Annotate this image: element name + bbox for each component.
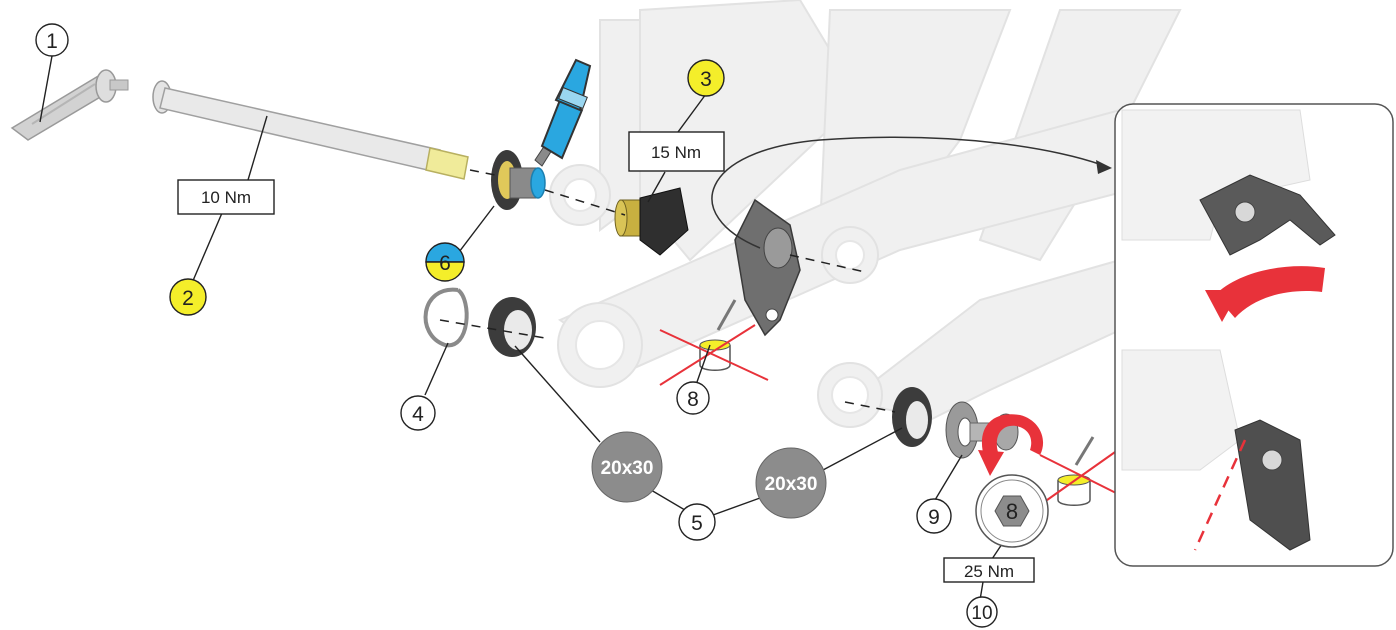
bearing-size-disc-right: 20x30 bbox=[755, 447, 827, 519]
svg-text:10 Nm: 10 Nm bbox=[201, 188, 251, 207]
thru-axle bbox=[152, 80, 469, 180]
derailleur-hanger bbox=[734, 198, 801, 337]
svg-text:15 Nm: 15 Nm bbox=[651, 143, 701, 162]
callout-2: 2 bbox=[169, 278, 207, 316]
torque-label-axle: 10 Nm bbox=[177, 179, 275, 215]
axle-end-cap-part3 bbox=[614, 187, 689, 256]
detail-arrow bbox=[711, 136, 1112, 249]
svg-text:8: 8 bbox=[687, 388, 699, 411]
svg-text:1: 1 bbox=[46, 30, 58, 53]
svg-text:4: 4 bbox=[412, 403, 424, 426]
torque-label-bolt: 25 Nm bbox=[943, 557, 1035, 583]
callout-6: 6 bbox=[425, 242, 465, 282]
svg-text:20x30: 20x30 bbox=[601, 458, 654, 479]
svg-text:25 Nm: 25 Nm bbox=[964, 562, 1014, 581]
svg-text:20x30: 20x30 bbox=[765, 474, 818, 495]
bearing-size-disc-left: 20x30 bbox=[591, 431, 663, 503]
bearing-insert-part6 bbox=[491, 150, 546, 210]
svg-text:6: 6 bbox=[439, 252, 451, 275]
assembly-axis-lines bbox=[439, 169, 896, 413]
callout-10: 10 bbox=[966, 596, 998, 628]
rotation-arrow-icon bbox=[978, 414, 1044, 476]
torque-label-cap: 15 Nm bbox=[628, 131, 725, 172]
hex-key-icon: 8 bbox=[975, 474, 1049, 548]
bearing-right bbox=[892, 387, 932, 447]
svg-text:3: 3 bbox=[700, 68, 712, 91]
bearing-left bbox=[488, 297, 536, 357]
callout-4: 4 bbox=[400, 395, 436, 431]
leader-lines bbox=[39, 55, 1009, 601]
snap-ring-part4 bbox=[423, 287, 469, 348]
callout-8: 8 bbox=[676, 381, 710, 415]
svg-text:8: 8 bbox=[1006, 499, 1018, 524]
washer-part9 bbox=[945, 401, 979, 459]
callout-9: 9 bbox=[916, 498, 952, 534]
callout-1: 1 bbox=[35, 23, 69, 57]
threadlocker-bottle-icon bbox=[534, 58, 592, 167]
svg-text:2: 2 bbox=[182, 287, 194, 310]
svg-text:5: 5 bbox=[691, 512, 703, 535]
quick-release-lever bbox=[10, 69, 129, 141]
callout-5: 5 bbox=[678, 503, 716, 541]
svg-text:9: 9 bbox=[928, 506, 940, 529]
callout-3: 3 bbox=[687, 59, 725, 97]
detail-inset bbox=[1114, 103, 1394, 567]
svg-text:10: 10 bbox=[971, 603, 992, 624]
